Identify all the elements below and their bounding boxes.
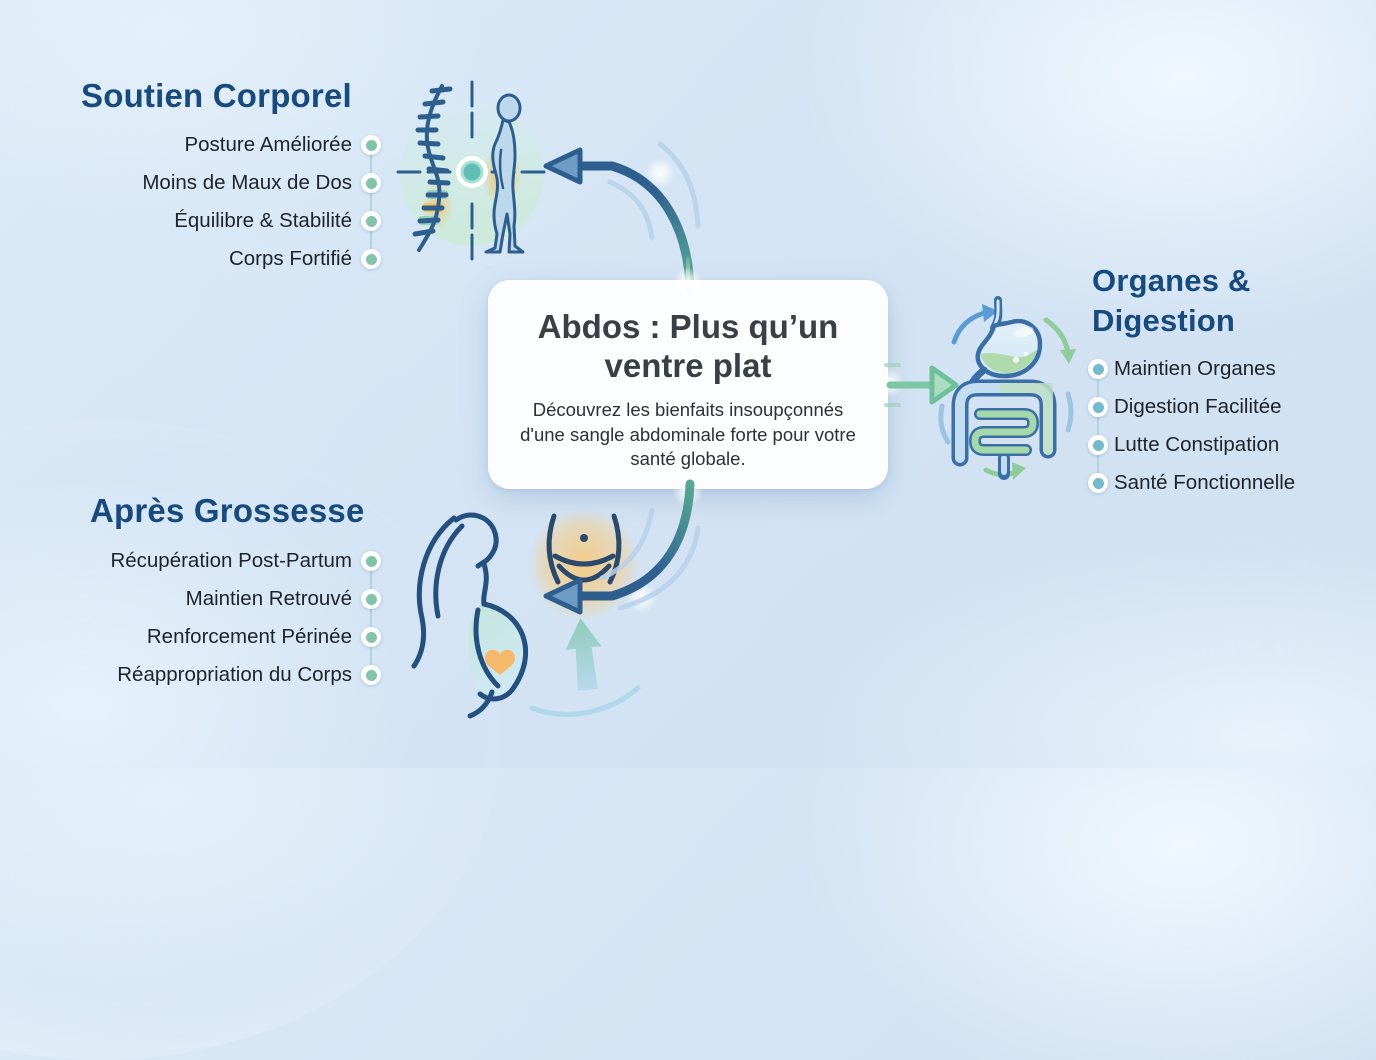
bullet-dot [361, 135, 381, 155]
list-item: Maintien Retrouvé [185, 587, 352, 610]
main-subtitle: Découvrez les bienfaits insoupçonnés d'u… [520, 399, 856, 470]
bullet-dot [1088, 435, 1108, 455]
section-title-soutien-corporel: Soutien Corporel [81, 77, 352, 114]
bullet-dot [361, 249, 381, 269]
list-item: Santé Fonctionnelle [1114, 471, 1296, 494]
curved-arrow-top-icon [543, 141, 701, 293]
list-item: Renforcement Périnée [146, 625, 352, 648]
benefit-list-soutien: Posture Améliorée Moins de Maux de Dos É… [60, 126, 352, 278]
bullet-dot [361, 551, 381, 571]
infographic-canvas: Soutien Corporel Posture Améliorée Moins… [0, 0, 1376, 768]
dot-connector-line [1097, 369, 1099, 483]
spine-glyph [412, 84, 453, 252]
bullet-dot [361, 589, 381, 609]
list-item: Équilibre & Stabilité [174, 209, 352, 232]
central-title-card: Abdos : Plus qu’un ventre plat Découvrez… [488, 280, 888, 489]
benefit-list-grossesse: Récupération Post-Partum Maintien Retrou… [60, 542, 352, 694]
list-item: Récupération Post-Partum [110, 549, 352, 572]
list-item: Corps Fortifié [228, 247, 352, 270]
bullet-dot [361, 211, 381, 231]
main-title: Abdos : Plus qu’un ventre plat [537, 308, 839, 384]
spine-posture-icon [396, 80, 552, 264]
bullet-dot [361, 627, 381, 647]
digestive-system-icon [938, 296, 1076, 480]
section-title-apres-grossesse: Après Grossesse [90, 492, 365, 529]
list-item: Lutte Constipation [1114, 433, 1280, 456]
bullet-dot [361, 173, 381, 193]
benefit-list-organes: Maintien Organes Digestion Facilitée Lut… [1114, 350, 1354, 502]
dot-connector-line [370, 145, 372, 259]
list-item: Posture Améliorée [184, 133, 352, 156]
bullet-dot [361, 665, 381, 685]
curved-arrow-bottom-icon [543, 479, 701, 615]
list-item: Digestion Facilitée [1114, 395, 1282, 418]
list-item: Moins de Maux de Dos [142, 171, 352, 194]
list-item: Maintien Organes [1114, 357, 1276, 380]
bullet-dot [1088, 397, 1108, 417]
bullet-dot [1088, 359, 1108, 379]
dot-connector-line [370, 561, 372, 675]
list-item: Réappropriation du Corps [117, 663, 352, 686]
standing-figure-glyph [484, 93, 525, 254]
green-arrow-right-icon [884, 363, 959, 407]
section-title-organes-digestion: Organes & Digestion [1092, 263, 1251, 338]
bullet-dot [1088, 473, 1108, 493]
